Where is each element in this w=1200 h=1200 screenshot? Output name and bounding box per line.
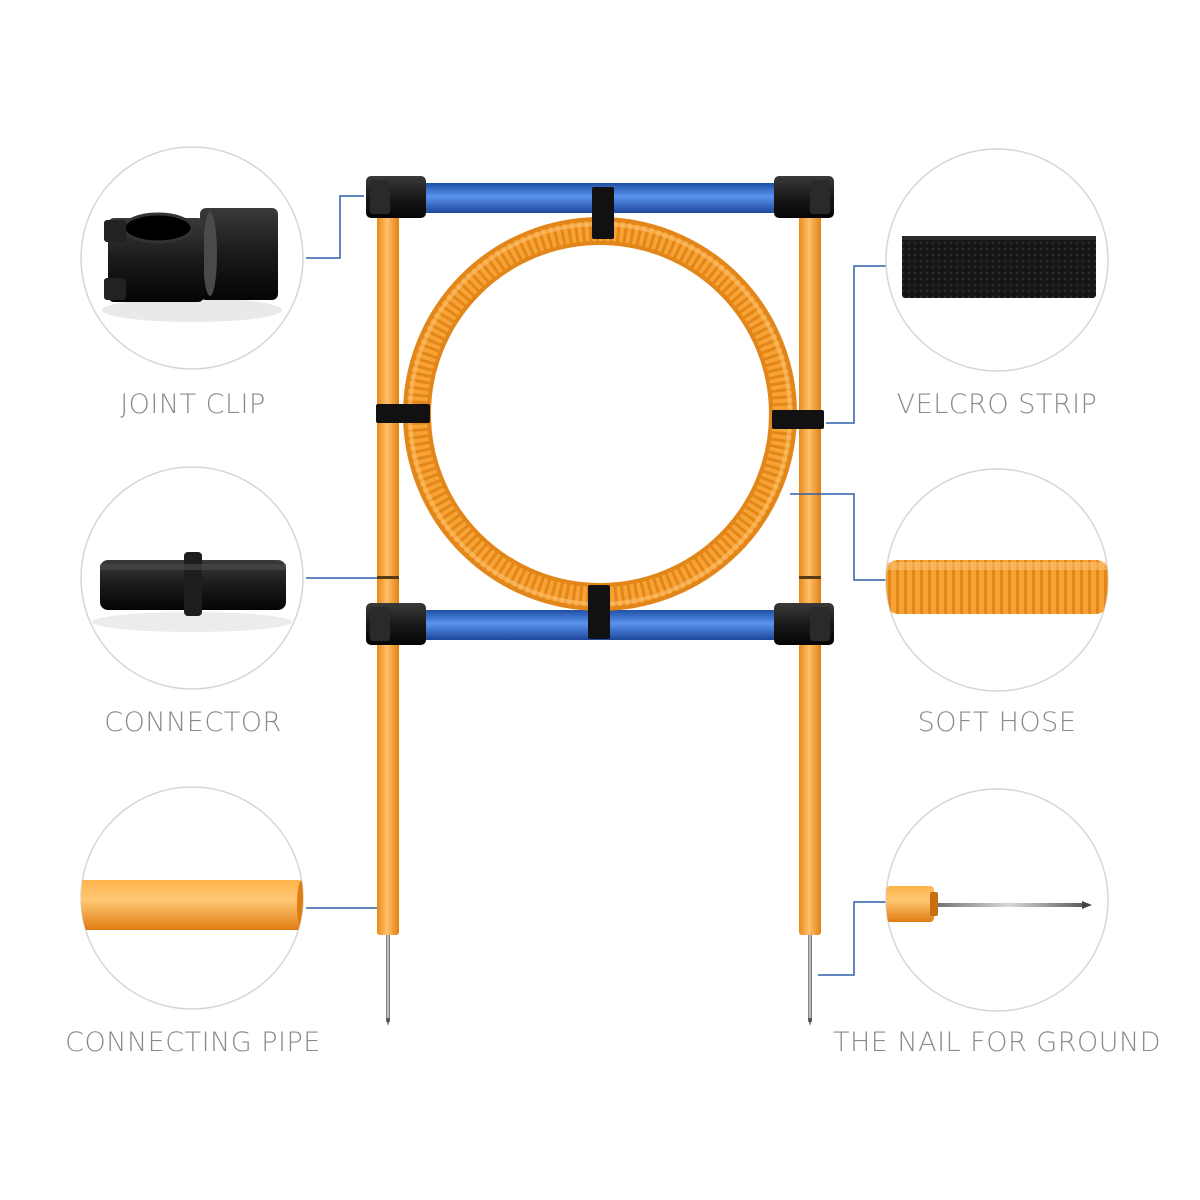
label-joint-clip: JOINT CLIP: [120, 389, 266, 420]
joint-clip-bottom-left: [366, 603, 426, 645]
label-soft-hose: SOFT HOSE: [917, 707, 1077, 738]
left-ground-nail: [386, 930, 390, 1022]
leader-joint-clip: [306, 195, 364, 259]
joint-clip-icon: [102, 208, 282, 322]
detail-soft-hose: [885, 468, 1109, 692]
right-pole: [799, 200, 821, 935]
left-pole: [377, 200, 399, 935]
detail-connector: [80, 466, 304, 690]
joint-clip-top-left: [366, 176, 426, 218]
detail-joint-clip: [80, 146, 304, 370]
leader-velcro-strip: [826, 265, 888, 424]
joint-clip-bottom-right: [774, 603, 834, 645]
label-connector: CONNECTOR: [104, 707, 282, 738]
soft-hose-icon: [886, 560, 1108, 614]
velcro-strap-bottom: [588, 585, 610, 639]
leader-lines: [306, 195, 888, 976]
label-ground-nail: THE NAIL FOR GROUND: [832, 1027, 1162, 1058]
leader-ground-nail: [818, 901, 888, 976]
joint-clip-top-right: [774, 176, 834, 218]
velcro-strip-icon: [902, 236, 1096, 298]
detail-velcro-strip: [885, 148, 1109, 372]
detail-connecting-pipe: [80, 786, 304, 1010]
velcro-strap-top: [592, 187, 614, 239]
ground-nail-icon: [886, 886, 1092, 922]
detail-ground-nail: [885, 788, 1109, 1012]
connector-icon: [92, 552, 292, 632]
velcro-strap-left: [376, 404, 430, 423]
label-connecting-pipe: CONNECTING PIPE: [65, 1027, 321, 1058]
hoop-frame: [366, 176, 834, 1026]
leader-soft-hose: [790, 493, 888, 581]
connecting-pipe-icon: [81, 880, 303, 930]
label-velcro-strip: VELCRO STRIP: [896, 389, 1098, 420]
right-ground-nail: [808, 930, 812, 1022]
velcro-strap-right: [772, 410, 824, 429]
